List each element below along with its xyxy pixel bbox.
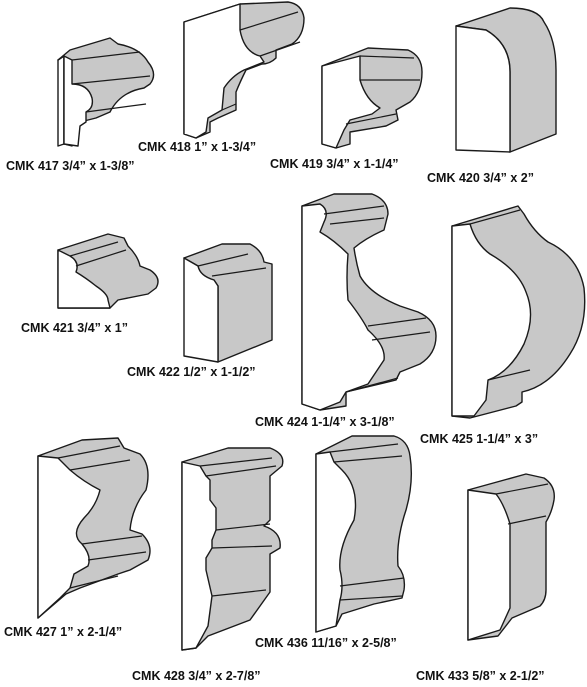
profile-label-cmk-418: CMK 418 1” x 1-3/4” xyxy=(138,140,257,154)
profile-label-cmk-420: CMK 420 3/4” x 2” xyxy=(427,171,534,185)
profile-label-cmk-428: CMK 428 3/4” x 2-7/8” xyxy=(132,669,261,683)
profile-cmk-419 xyxy=(321,47,423,149)
profile-cmk-428 xyxy=(181,447,284,651)
profile-cmk-422 xyxy=(183,243,273,363)
profile-cmk-421 xyxy=(57,233,159,309)
profile-cmk-427 xyxy=(37,437,151,619)
profile-cmk-420 xyxy=(455,7,557,153)
profile-cmk-417 xyxy=(57,37,155,147)
profile-cmk-425 xyxy=(451,205,586,419)
profile-label-cmk-436: CMK 436 11/16” x 2-5/8” xyxy=(255,636,397,650)
profile-label-cmk-422: CMK 422 1/2” x 1-1/2” xyxy=(127,365,256,379)
profile-label-cmk-427: CMK 427 1” x 2-1/4” xyxy=(4,625,123,639)
profile-cmk-418 xyxy=(183,1,305,139)
profile-label-cmk-424: CMK 424 1-1/4” x 3-1/8” xyxy=(255,415,395,429)
profile-label-cmk-417: CMK 417 3/4” x 1-3/8” xyxy=(6,159,135,173)
profile-label-cmk-419: CMK 419 3/4” x 1-1/4” xyxy=(270,157,399,171)
profile-cmk-436 xyxy=(315,435,413,633)
profile-label-cmk-425: CMK 425 1-1/4” x 3” xyxy=(420,432,539,446)
profile-label-cmk-433: CMK 433 5/8” x 2-1/2” xyxy=(416,669,545,683)
profile-cmk-424 xyxy=(301,193,437,411)
profile-label-cmk-421: CMK 421 3/4” x 1” xyxy=(21,321,128,335)
profile-cmk-433 xyxy=(467,473,555,641)
